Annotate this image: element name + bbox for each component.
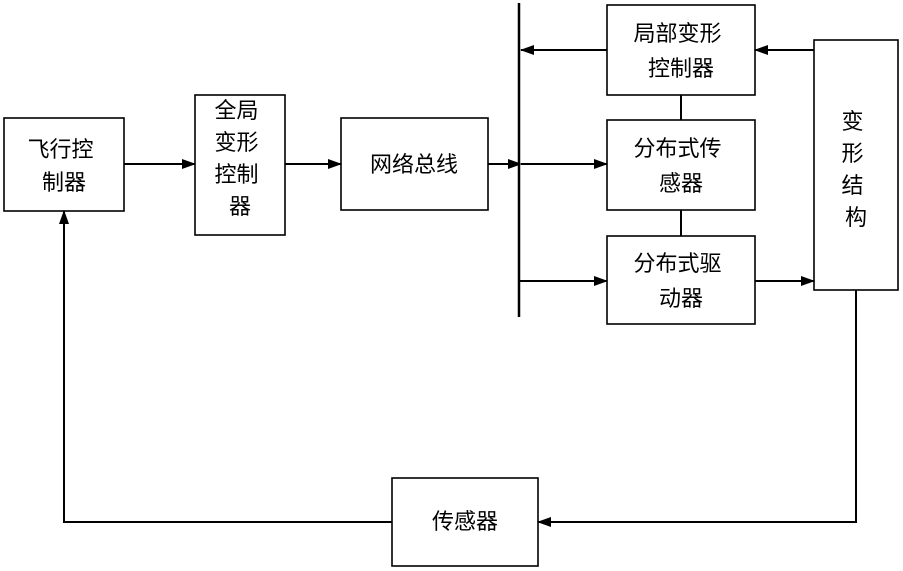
sensor-label: 传感器 xyxy=(432,510,498,535)
arrow-sensor-to-flight xyxy=(64,211,392,522)
sensor-block: 传感器 xyxy=(392,478,538,566)
distributed-actuator-block: 分布式驱 动器 xyxy=(607,236,755,324)
deform-structure-block: 变 形 结 构 xyxy=(814,40,898,290)
network-bus-block: 网络总线 xyxy=(341,118,488,210)
local-deform-controller-block: 局部变形 控制器 xyxy=(607,5,755,95)
flight-controller-block: 飞行控 制器 xyxy=(4,118,124,211)
global-deform-controller-block: 全局 变形 控制 器 xyxy=(195,95,285,235)
distributed-sensor-block: 分布式传 感器 xyxy=(607,120,755,210)
network-bus-label: 网络总线 xyxy=(370,153,458,178)
